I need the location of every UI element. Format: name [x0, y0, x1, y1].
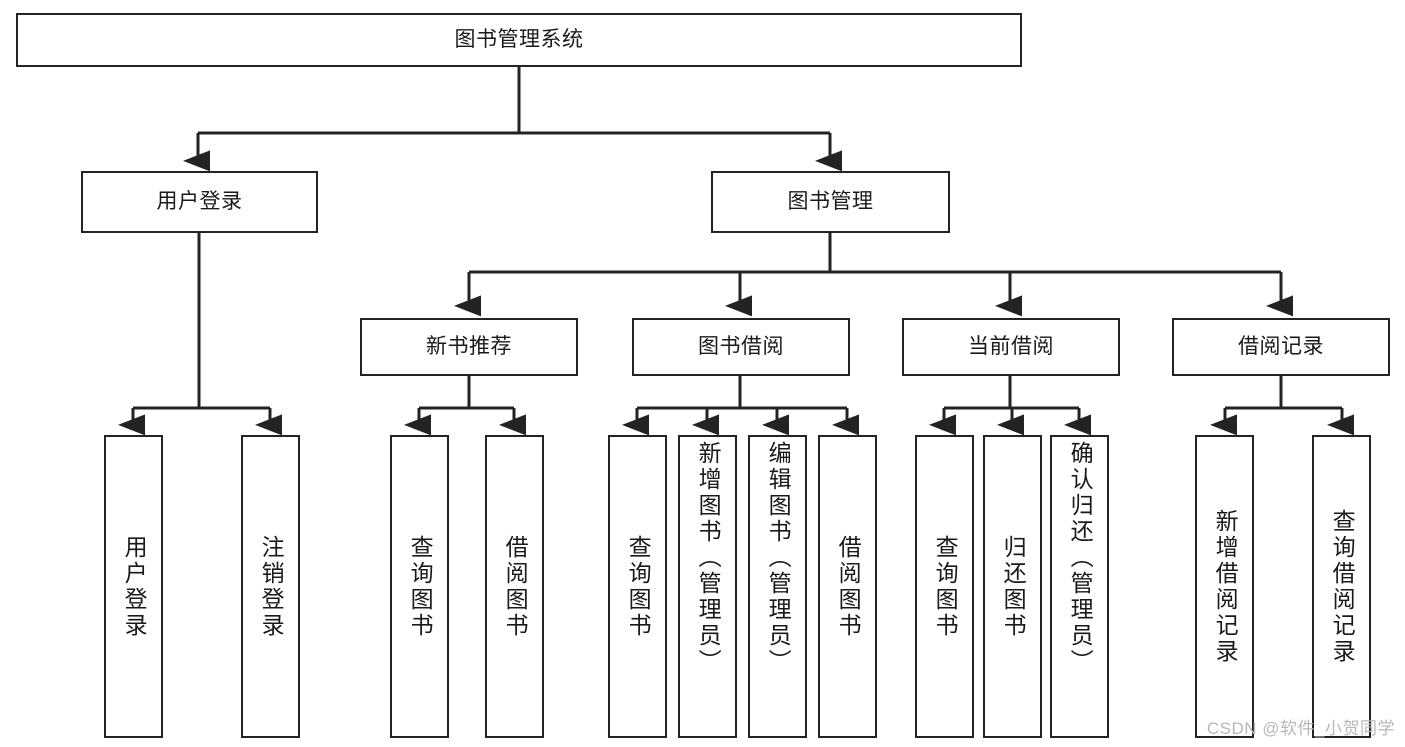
node-label: 查询图书	[625, 534, 652, 639]
node-label: 归还图书	[1000, 534, 1027, 639]
leaf-current-confirm-return-admin[interactable]: 确认归还（管理员）	[1050, 435, 1109, 738]
watermark-text: CSDN @软件_小贺同学	[1206, 719, 1395, 738]
node-label: 编辑图书（管理员）	[765, 441, 792, 675]
node-root-system[interactable]: 图书管理系统	[16, 13, 1022, 67]
leaf-current-query-book[interactable]: 查询图书	[915, 435, 974, 738]
node-label: 当前借阅	[968, 335, 1054, 359]
node-label: 确认归还（管理员）	[1067, 441, 1094, 675]
node-label: 查询借阅记录	[1329, 508, 1356, 665]
node-borrow-record[interactable]: 借阅记录	[1172, 318, 1390, 376]
leaf-record-query-record[interactable]: 查询借阅记录	[1312, 435, 1371, 738]
node-book-management[interactable]: 图书管理	[711, 171, 950, 233]
leaf-user-login-logout[interactable]: 注销登录	[241, 435, 300, 738]
leaf-borrow-add-book-admin[interactable]: 新增图书（管理员）	[678, 435, 737, 738]
node-label: 借阅图书	[835, 534, 862, 639]
node-label: 借阅记录	[1238, 335, 1324, 359]
leaf-borrow-edit-book-admin[interactable]: 编辑图书（管理员）	[748, 435, 807, 738]
node-label: 注销登录	[258, 534, 285, 639]
leaf-recommend-query-book[interactable]: 查询图书	[390, 435, 449, 738]
node-label: 图书管理系统	[454, 28, 584, 52]
node-label: 新增图书（管理员）	[695, 441, 722, 675]
node-label: 用户登录	[156, 190, 243, 214]
node-label: 借阅图书	[502, 534, 529, 639]
leaf-current-return-book[interactable]: 归还图书	[983, 435, 1042, 738]
node-label: 新书推荐	[426, 335, 512, 359]
leaf-borrow-borrow-book[interactable]: 借阅图书	[818, 435, 877, 738]
node-label: 图书借阅	[698, 335, 784, 359]
node-current-borrow[interactable]: 当前借阅	[902, 318, 1120, 376]
node-label: 新增借阅记录	[1212, 508, 1239, 665]
node-label: 查询图书	[932, 534, 959, 639]
leaf-user-login-login[interactable]: 用户登录	[104, 435, 163, 738]
node-label: 查询图书	[407, 534, 434, 639]
node-label: 图书管理	[787, 190, 874, 214]
leaf-record-add-record[interactable]: 新增借阅记录	[1195, 435, 1254, 738]
leaf-recommend-borrow-book[interactable]: 借阅图书	[485, 435, 544, 738]
leaf-borrow-query-book[interactable]: 查询图书	[608, 435, 667, 738]
node-label: 用户登录	[121, 534, 148, 639]
node-book-borrow[interactable]: 图书借阅	[632, 318, 850, 376]
node-user-login[interactable]: 用户登录	[81, 171, 318, 233]
node-new-book-recommend[interactable]: 新书推荐	[360, 318, 578, 376]
